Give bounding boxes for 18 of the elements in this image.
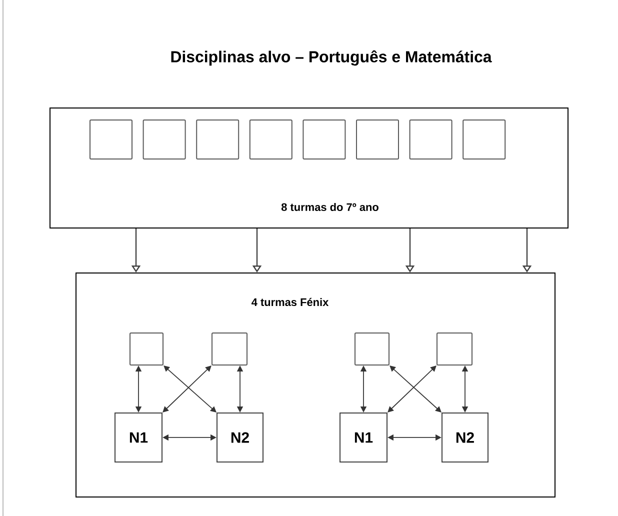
empty-box xyxy=(356,119,399,160)
title: Disciplinas alvo – Português e Matemática xyxy=(171,50,492,66)
level-box: N1 xyxy=(340,412,388,462)
empty-box xyxy=(302,119,346,160)
empty-box xyxy=(409,119,452,160)
level-box: N2 xyxy=(442,412,488,462)
empty-box xyxy=(354,332,390,366)
empty-box xyxy=(196,119,240,160)
empty-box xyxy=(249,119,292,160)
group-box: 8 turmas do 7º ano xyxy=(50,107,568,228)
empty-box xyxy=(212,332,248,366)
level-box: N1 xyxy=(114,412,162,462)
empty-box xyxy=(90,119,132,160)
empty-box xyxy=(462,119,506,160)
level-box: N2 xyxy=(216,412,264,462)
empty-box xyxy=(142,119,186,160)
empty-box xyxy=(130,332,164,366)
empty-box xyxy=(436,332,472,366)
